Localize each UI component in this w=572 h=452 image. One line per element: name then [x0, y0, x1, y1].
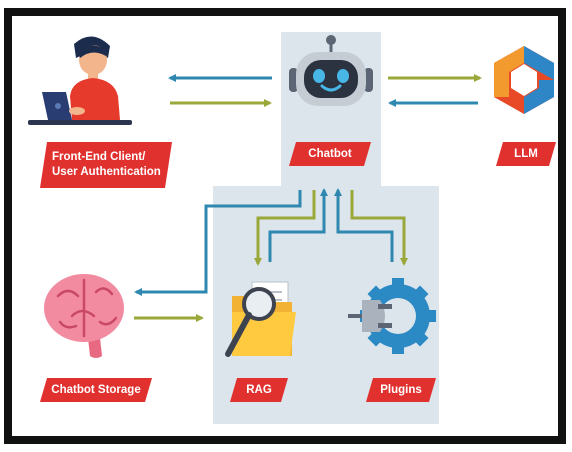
- arrow-chatbot-to-storage: [134, 190, 302, 296]
- client-label-line2: User Authentication: [52, 166, 161, 178]
- llm-hexagon-logo-icon: [494, 46, 554, 114]
- chatbot-robot-icon: [289, 35, 373, 106]
- rag-folder-magnifier-icon: [225, 281, 296, 357]
- user-at-laptop-icon: [28, 36, 132, 125]
- plugins-gear-plug-icon: [348, 278, 436, 354]
- arrow-plugins-to-chatbot: [334, 188, 394, 262]
- node-front-end-client: Front-End Client/ User Authentication: [40, 142, 172, 188]
- arrow-chatbot-to-rag: [254, 190, 316, 266]
- node-plugins: Plugins: [366, 378, 436, 402]
- node-rag: RAG: [230, 378, 288, 402]
- node-chatbot-storage: Chatbot Storage: [40, 378, 152, 402]
- client-label-line1: Front-End Client/: [52, 151, 146, 163]
- arrow-rag-to-chatbot: [268, 188, 328, 262]
- brain-storage-icon: [44, 274, 124, 358]
- node-llm: LLM: [496, 142, 556, 166]
- arrow-chatbot-to-plugins: [350, 190, 408, 266]
- node-chatbot: Chatbot: [289, 142, 371, 166]
